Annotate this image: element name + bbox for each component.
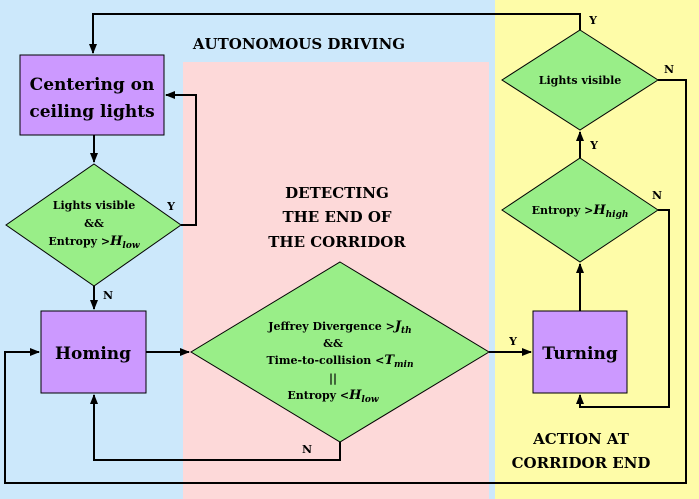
edge-label-lights-top-no: N — [664, 63, 674, 76]
decision-center-line1: Jeffrey Divergence >Jth — [267, 319, 411, 336]
title-autonomous-driving: AUTONOMOUS DRIVING — [192, 35, 405, 53]
decision-left-line3: Entropy >Hlow — [48, 234, 139, 251]
centering-label-line1: Centering on — [30, 75, 155, 95]
title-detecting-line1: DETECTING — [285, 184, 389, 202]
decision-center-line2: && — [323, 337, 343, 350]
decision-left-line1: Lights visible — [53, 199, 136, 212]
centering-label-line2: ceiling lights — [29, 102, 154, 122]
decision-lights-top-label: Lights visible — [539, 74, 622, 87]
homing-label: Homing — [55, 344, 131, 364]
arrow-left-decision-yes — [165, 91, 197, 226]
arrow-center-decision-no — [90, 394, 341, 461]
decision-center-line3: Time-to-collision <Tmin — [266, 353, 413, 370]
decision-lights-top — [501, 29, 659, 131]
title-detecting-line3: THE CORRIDOR — [268, 233, 406, 251]
edge-label-entropy-high-yes: Y — [589, 139, 598, 152]
title-action-line2: CORRIDOR END — [512, 454, 651, 472]
turning-box — [532, 310, 628, 394]
title-action-line1: ACTION AT — [532, 430, 630, 448]
arrow-entropy-high-no — [576, 209, 670, 408]
title-detecting-line2: THE END OF — [282, 208, 391, 226]
decision-center-line4: || — [329, 372, 337, 385]
decision-center-line5: Entropy <Hlow — [287, 388, 378, 405]
decision-entropy-high-label: Entropy >Hhigh — [532, 203, 629, 220]
edge-label-center-yes: Y — [508, 335, 517, 348]
edge-label-left-no: N — [103, 289, 113, 302]
edge-label-lights-top-yes: Y — [588, 14, 597, 27]
decision-entropy-high — [501, 157, 659, 263]
decision-left-line2: && — [84, 217, 104, 230]
edge-label-entropy-high-no: N — [652, 189, 662, 202]
edge-label-left-yes: Y — [166, 200, 175, 213]
edge-label-center-no: N — [302, 443, 312, 456]
turning-label: Turning — [542, 344, 618, 364]
arrow-lights-top-yes — [89, 13, 581, 54]
arrow-lights-top-no — [4, 79, 687, 484]
centering-box — [19, 54, 165, 136]
